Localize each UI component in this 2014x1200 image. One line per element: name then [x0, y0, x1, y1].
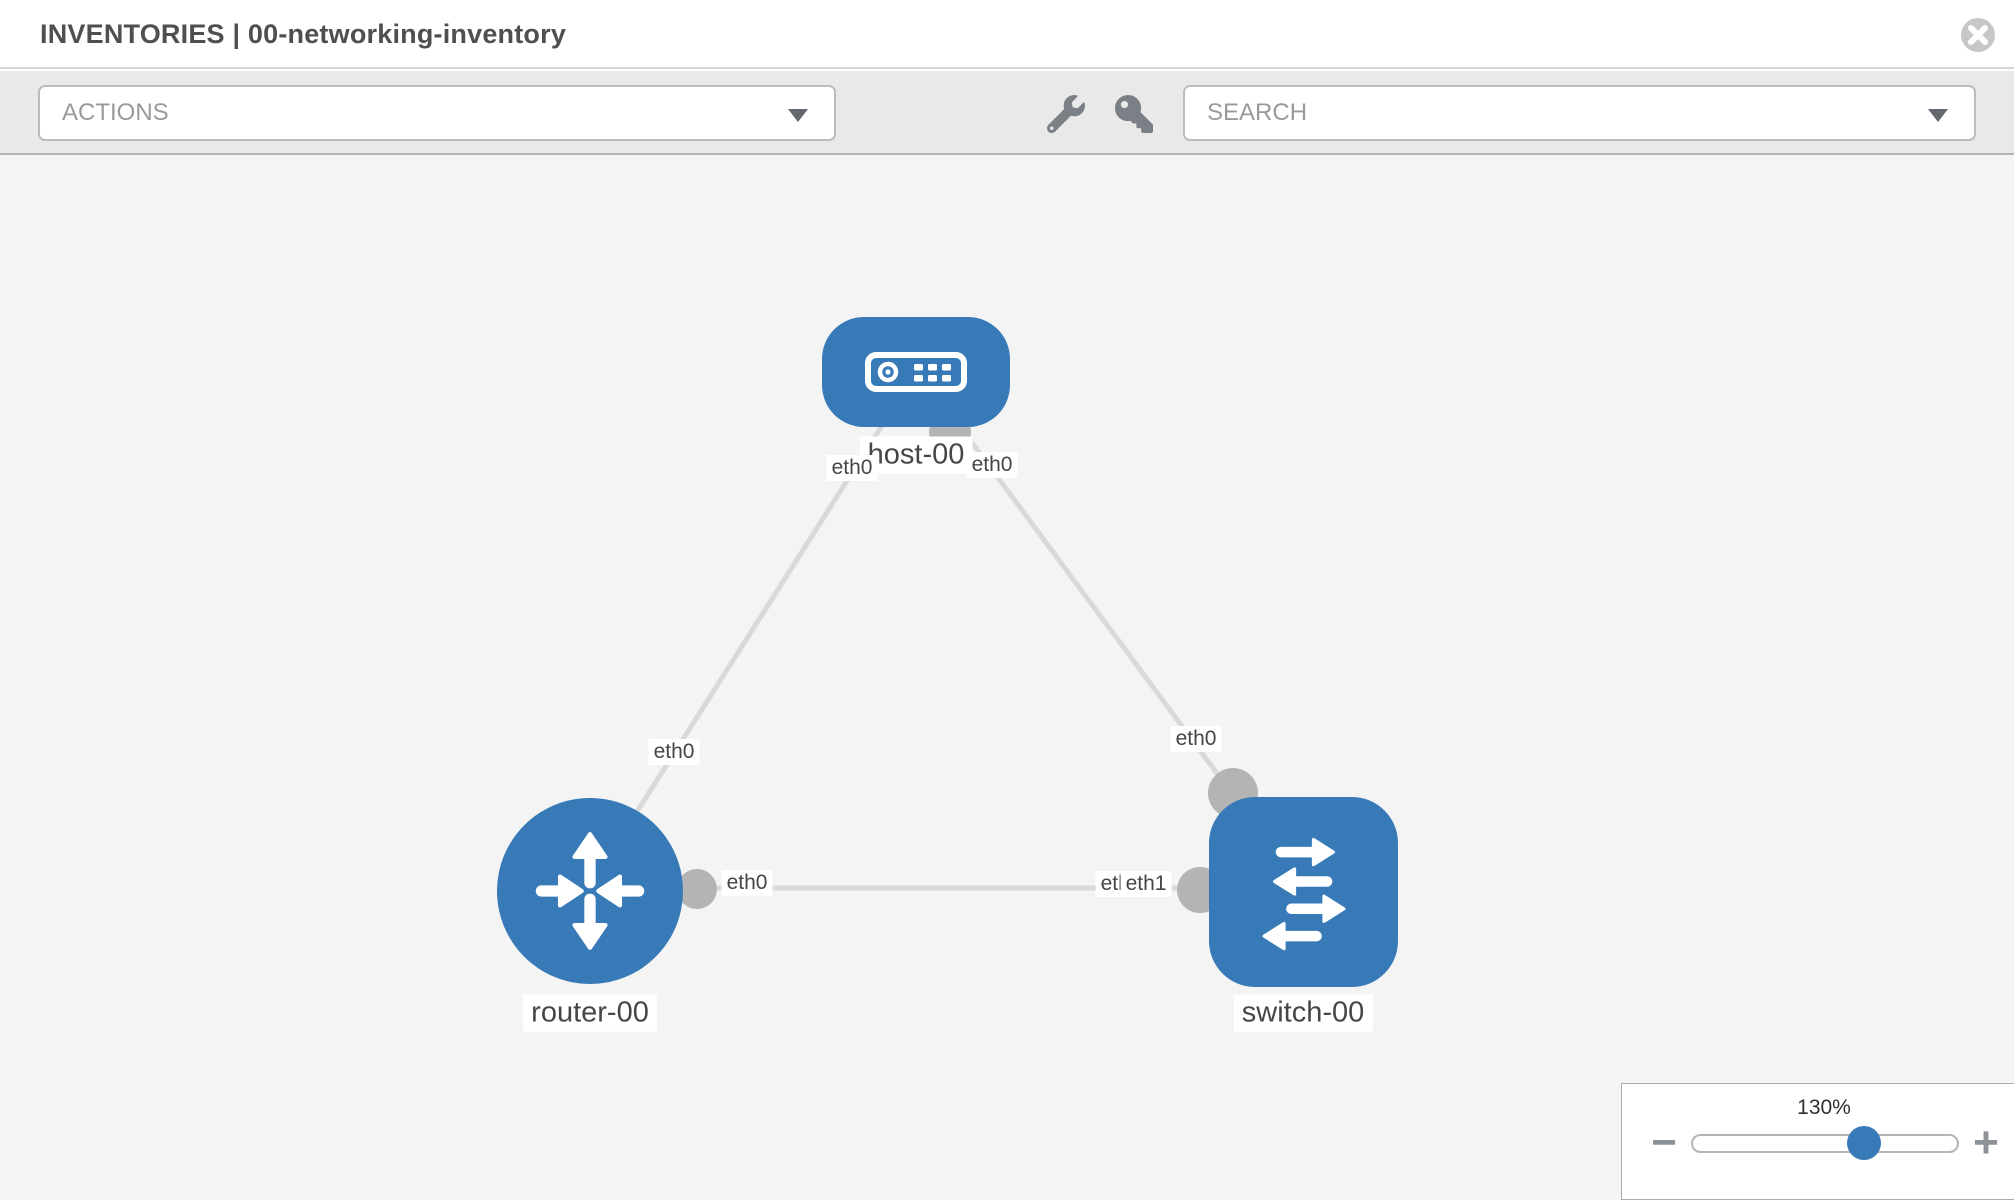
node-switch-00[interactable]: [1209, 797, 1398, 987]
close-button[interactable]: [1960, 17, 1996, 53]
zoom-slider-thumb[interactable]: [1847, 1126, 1881, 1160]
switch-icon: [1262, 837, 1345, 951]
node-router-00[interactable]: [497, 798, 683, 984]
port-label-eth0: eth0: [1170, 726, 1222, 752]
toolbar: ACTIONS SEARCH: [0, 71, 2014, 155]
links-layer: [590, 411, 1258, 913]
port-label-eth0: eth0: [826, 455, 878, 481]
zoom-slider-track[interactable]: [1691, 1134, 1959, 1153]
zoom-in-button[interactable]: +: [1973, 1118, 1999, 1167]
search-dropdown[interactable]: SEARCH: [1183, 85, 1976, 141]
zoom-out-button[interactable]: −: [1651, 1118, 1677, 1167]
search-dropdown-label: SEARCH: [1207, 99, 1308, 126]
port-label-eth0: eth0: [721, 870, 773, 896]
node-label-router: router-00: [523, 994, 657, 1032]
chevron-down-icon: [788, 109, 808, 122]
chevron-down-icon: [1928, 109, 1948, 122]
node-host-00[interactable]: [822, 317, 1010, 427]
zoom-control-panel: 130% − +: [1621, 1083, 2014, 1200]
key-icon: [1115, 95, 1153, 133]
port-label-eth0: eth0: [648, 739, 700, 765]
port-label-eth1: eth1: [1120, 871, 1172, 897]
node-label-switch: switch-00: [1233, 994, 1373, 1032]
host-icon: [865, 352, 967, 392]
actions-dropdown[interactable]: ACTIONS: [38, 85, 836, 141]
key-tool-button[interactable]: [1115, 95, 1153, 133]
port-endpoint-router[interactable]: [677, 869, 717, 909]
router-icon: [535, 832, 645, 950]
link-host-router[interactable]: [597, 411, 893, 872]
zoom-percentage: 130%: [1797, 1096, 1851, 1119]
node-label-host: host-00: [859, 436, 973, 474]
header-bar: INVENTORIES | 00-networking-inventory: [0, 0, 2014, 69]
topology-canvas[interactable]: host-00 router-00 switch-00 eth0 eth0 et…: [0, 155, 2014, 1200]
wrench-tool-button[interactable]: [1046, 95, 1085, 134]
wrench-icon: [1046, 95, 1085, 134]
actions-dropdown-label: ACTIONS: [62, 99, 169, 126]
close-icon: [1961, 18, 1995, 52]
page-title: INVENTORIES | 00-networking-inventory: [40, 19, 567, 49]
port-label-eth0: eth0: [966, 452, 1018, 478]
